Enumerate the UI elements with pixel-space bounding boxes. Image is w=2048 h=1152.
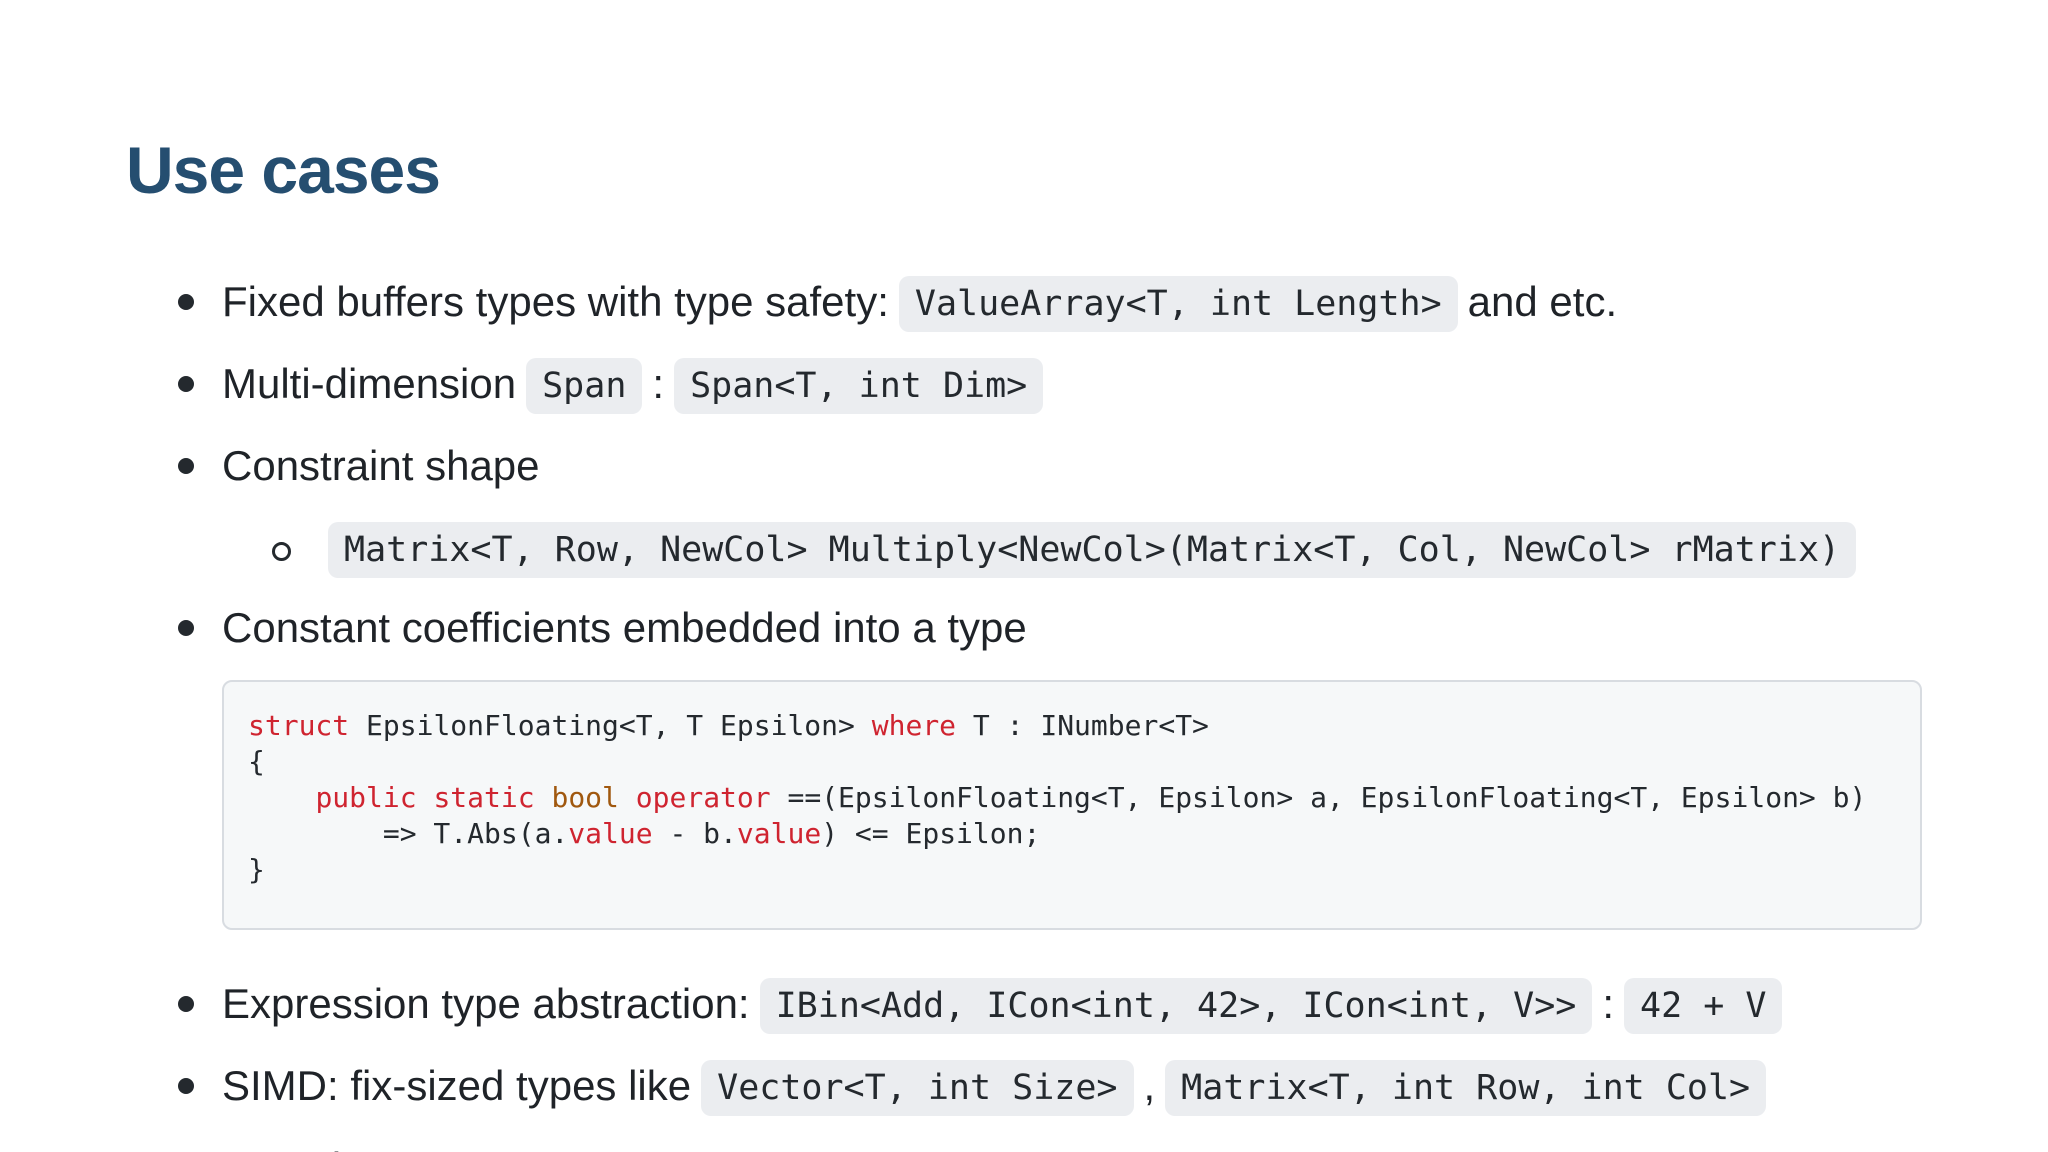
code-line: { — [248, 745, 265, 778]
inline-code-42-plus-v: 42 + V — [1624, 978, 1783, 1034]
bullet-text: Constant coefficients embedded into a ty… — [222, 604, 1027, 651]
bullet-text: Constraint shape — [222, 442, 540, 489]
sub-bullet-matrix-multiply: Matrix<T, Row, NewCol> Multiply<NewCol>(… — [272, 518, 2048, 578]
code-line: => T.Abs(a.value - b.value) <= Epsilon; — [248, 817, 1041, 850]
code-block: struct EpsilonFloating<T, T Epsilon> whe… — [222, 680, 1922, 930]
bullet-text: Fixed buffers types with type safety: — [222, 278, 889, 325]
bullet-constraint-shape: Constraint shape — [172, 436, 2048, 496]
inline-code-span: Span — [526, 358, 643, 414]
bullet-text: Multi-dimension — [222, 360, 517, 407]
bullet-text-separator: : — [1602, 980, 1615, 1027]
code-line: struct EpsilonFloating<T, T Epsilon> whe… — [248, 709, 1209, 742]
inline-code-span-generic: Span<T, int Dim> — [674, 358, 1044, 414]
slide: Use cases Fixed buffers types with type … — [0, 130, 2048, 1152]
inline-code-valuearray: ValueArray<T, int Length> — [898, 276, 1458, 332]
inline-code-matrix: Matrix<T, int Row, int Col> — [1165, 1060, 1767, 1116]
bullet-and-more: ... And more! — [172, 1138, 2048, 1152]
bullet-text-separator: , — [1143, 1062, 1156, 1109]
bullet-text-separator: : — [652, 360, 665, 407]
bullet-expression-type: Expression type abstraction:IBin<Add, IC… — [172, 974, 2048, 1034]
bullet-constant-coefficients: Constant coefficients embedded into a ty… — [172, 598, 2048, 658]
inline-code-vector: Vector<T, int Size> — [701, 1060, 1134, 1116]
bullet-text: SIMD: fix-sized types like — [222, 1062, 692, 1109]
code-line: } — [248, 853, 265, 886]
code-line: public static bool operator ==(EpsilonFl… — [315, 781, 1867, 814]
bullet-text: ... And more! — [222, 1144, 460, 1152]
inline-code-ibin: IBin<Add, ICon<int, 42>, ICon<int, V>> — [759, 978, 1593, 1034]
bullet-list-bottom: Expression type abstraction:IBin<Add, IC… — [0, 974, 2048, 1152]
page-title: Use cases — [126, 133, 441, 207]
bullet-list: Fixed buffers types with type safety:Val… — [0, 272, 2048, 658]
inline-code-matrix-multiply: Matrix<T, Row, NewCol> Multiply<NewCol>(… — [328, 522, 1857, 578]
bullet-text-suffix: and etc. — [1467, 278, 1618, 325]
bullet-fixed-buffers: Fixed buffers types with type safety:Val… — [172, 272, 2048, 332]
bullet-text: Expression type abstraction: — [222, 980, 750, 1027]
